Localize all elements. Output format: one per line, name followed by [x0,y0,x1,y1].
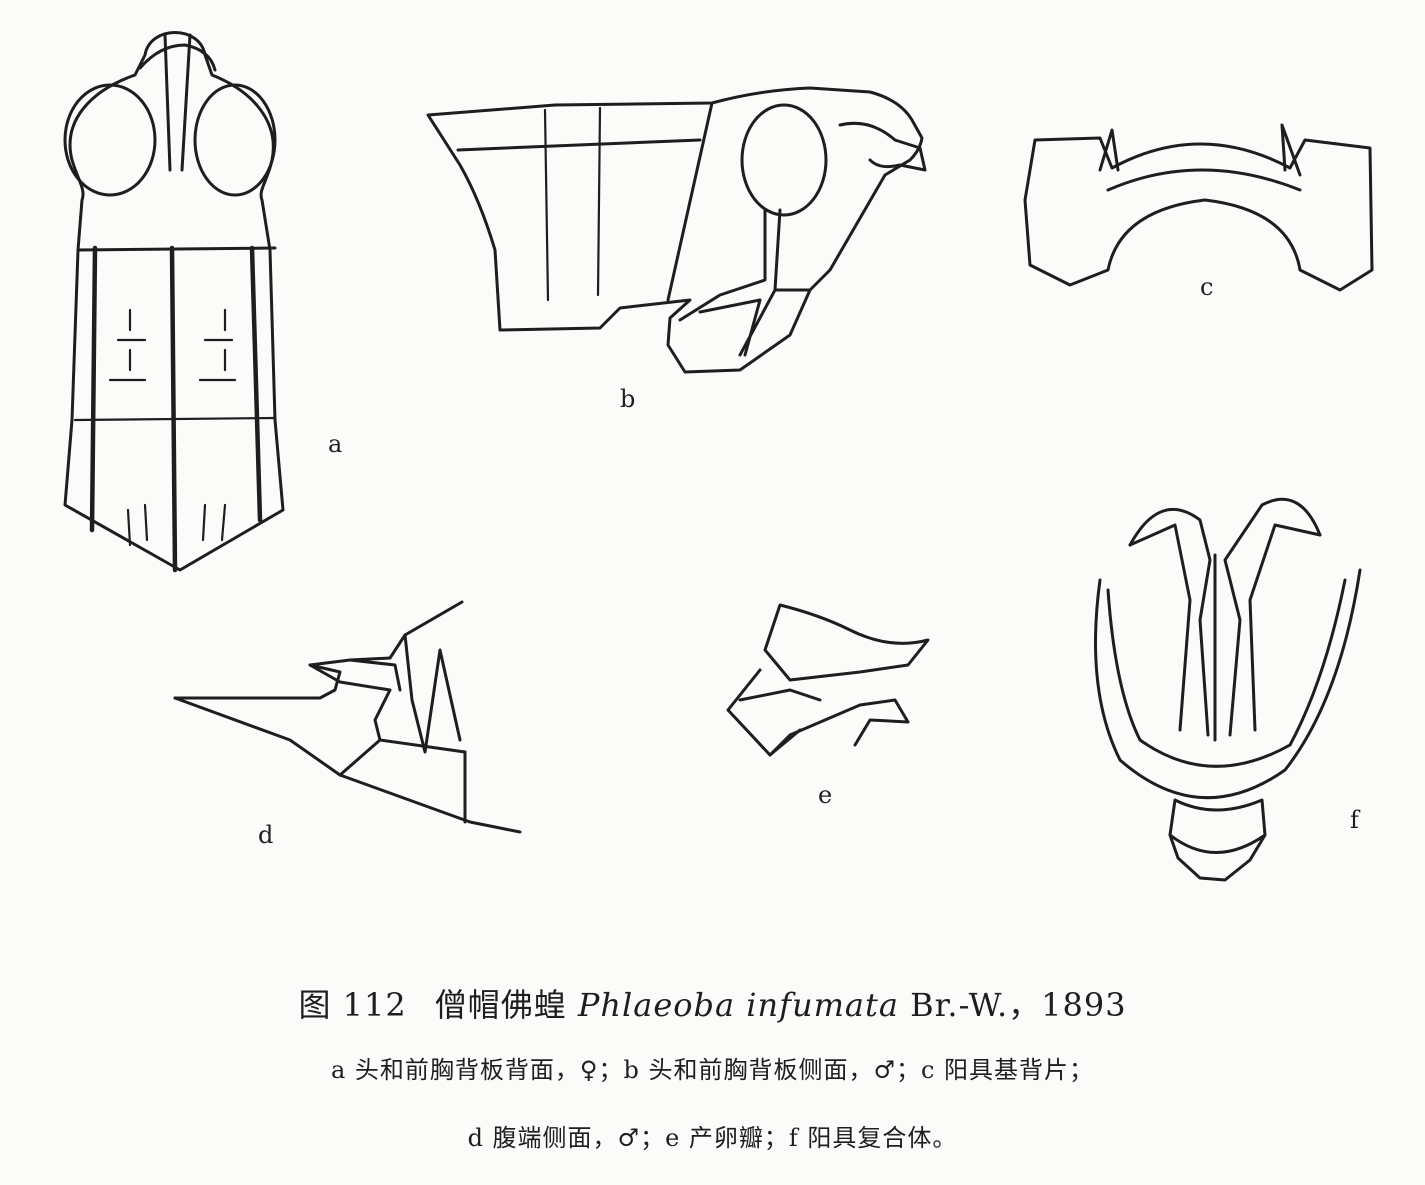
panel-a-head-pronotum-dorsal [63,31,285,573]
panel-label-a: a [328,430,342,458]
figure-caption-title: 图 112 僧帽佛蝗 Phlaeoba infumata Br.-W.，1893 [0,980,1425,1026]
panel-e-ovipositor [726,603,930,757]
scientific-name: Phlaeoba infumata [577,986,899,1024]
common-name: 僧帽佛蝗 [434,986,567,1024]
caption-legend-line-2: d 腹端侧面，♂；e 产卵瓣；f 阳具复合体。 [467,1124,958,1152]
panel-label-f: f [1350,806,1361,834]
panel-b-head-pronotum-lateral [426,86,927,374]
panel-label-c: c [1200,273,1213,301]
panel-label-e: e [818,781,832,809]
panel-label-d: d [258,821,273,849]
figure-number: 图 112 [298,986,407,1024]
panel-d-abdomen-tip-lateral [173,600,522,834]
panel-c-epiphallus [1023,123,1374,292]
caption-legend-line-1: a 头和前胸背板背面，♀；b 头和前胸背板侧面，♂；c 阳具基背片； [330,1056,1095,1084]
figure-drawings: a b c d e f [63,31,1374,882]
authority: Br.-W.，1893 [910,986,1127,1024]
panel-f-phallic-complex [1094,497,1362,882]
panel-label-b: b [620,385,635,413]
